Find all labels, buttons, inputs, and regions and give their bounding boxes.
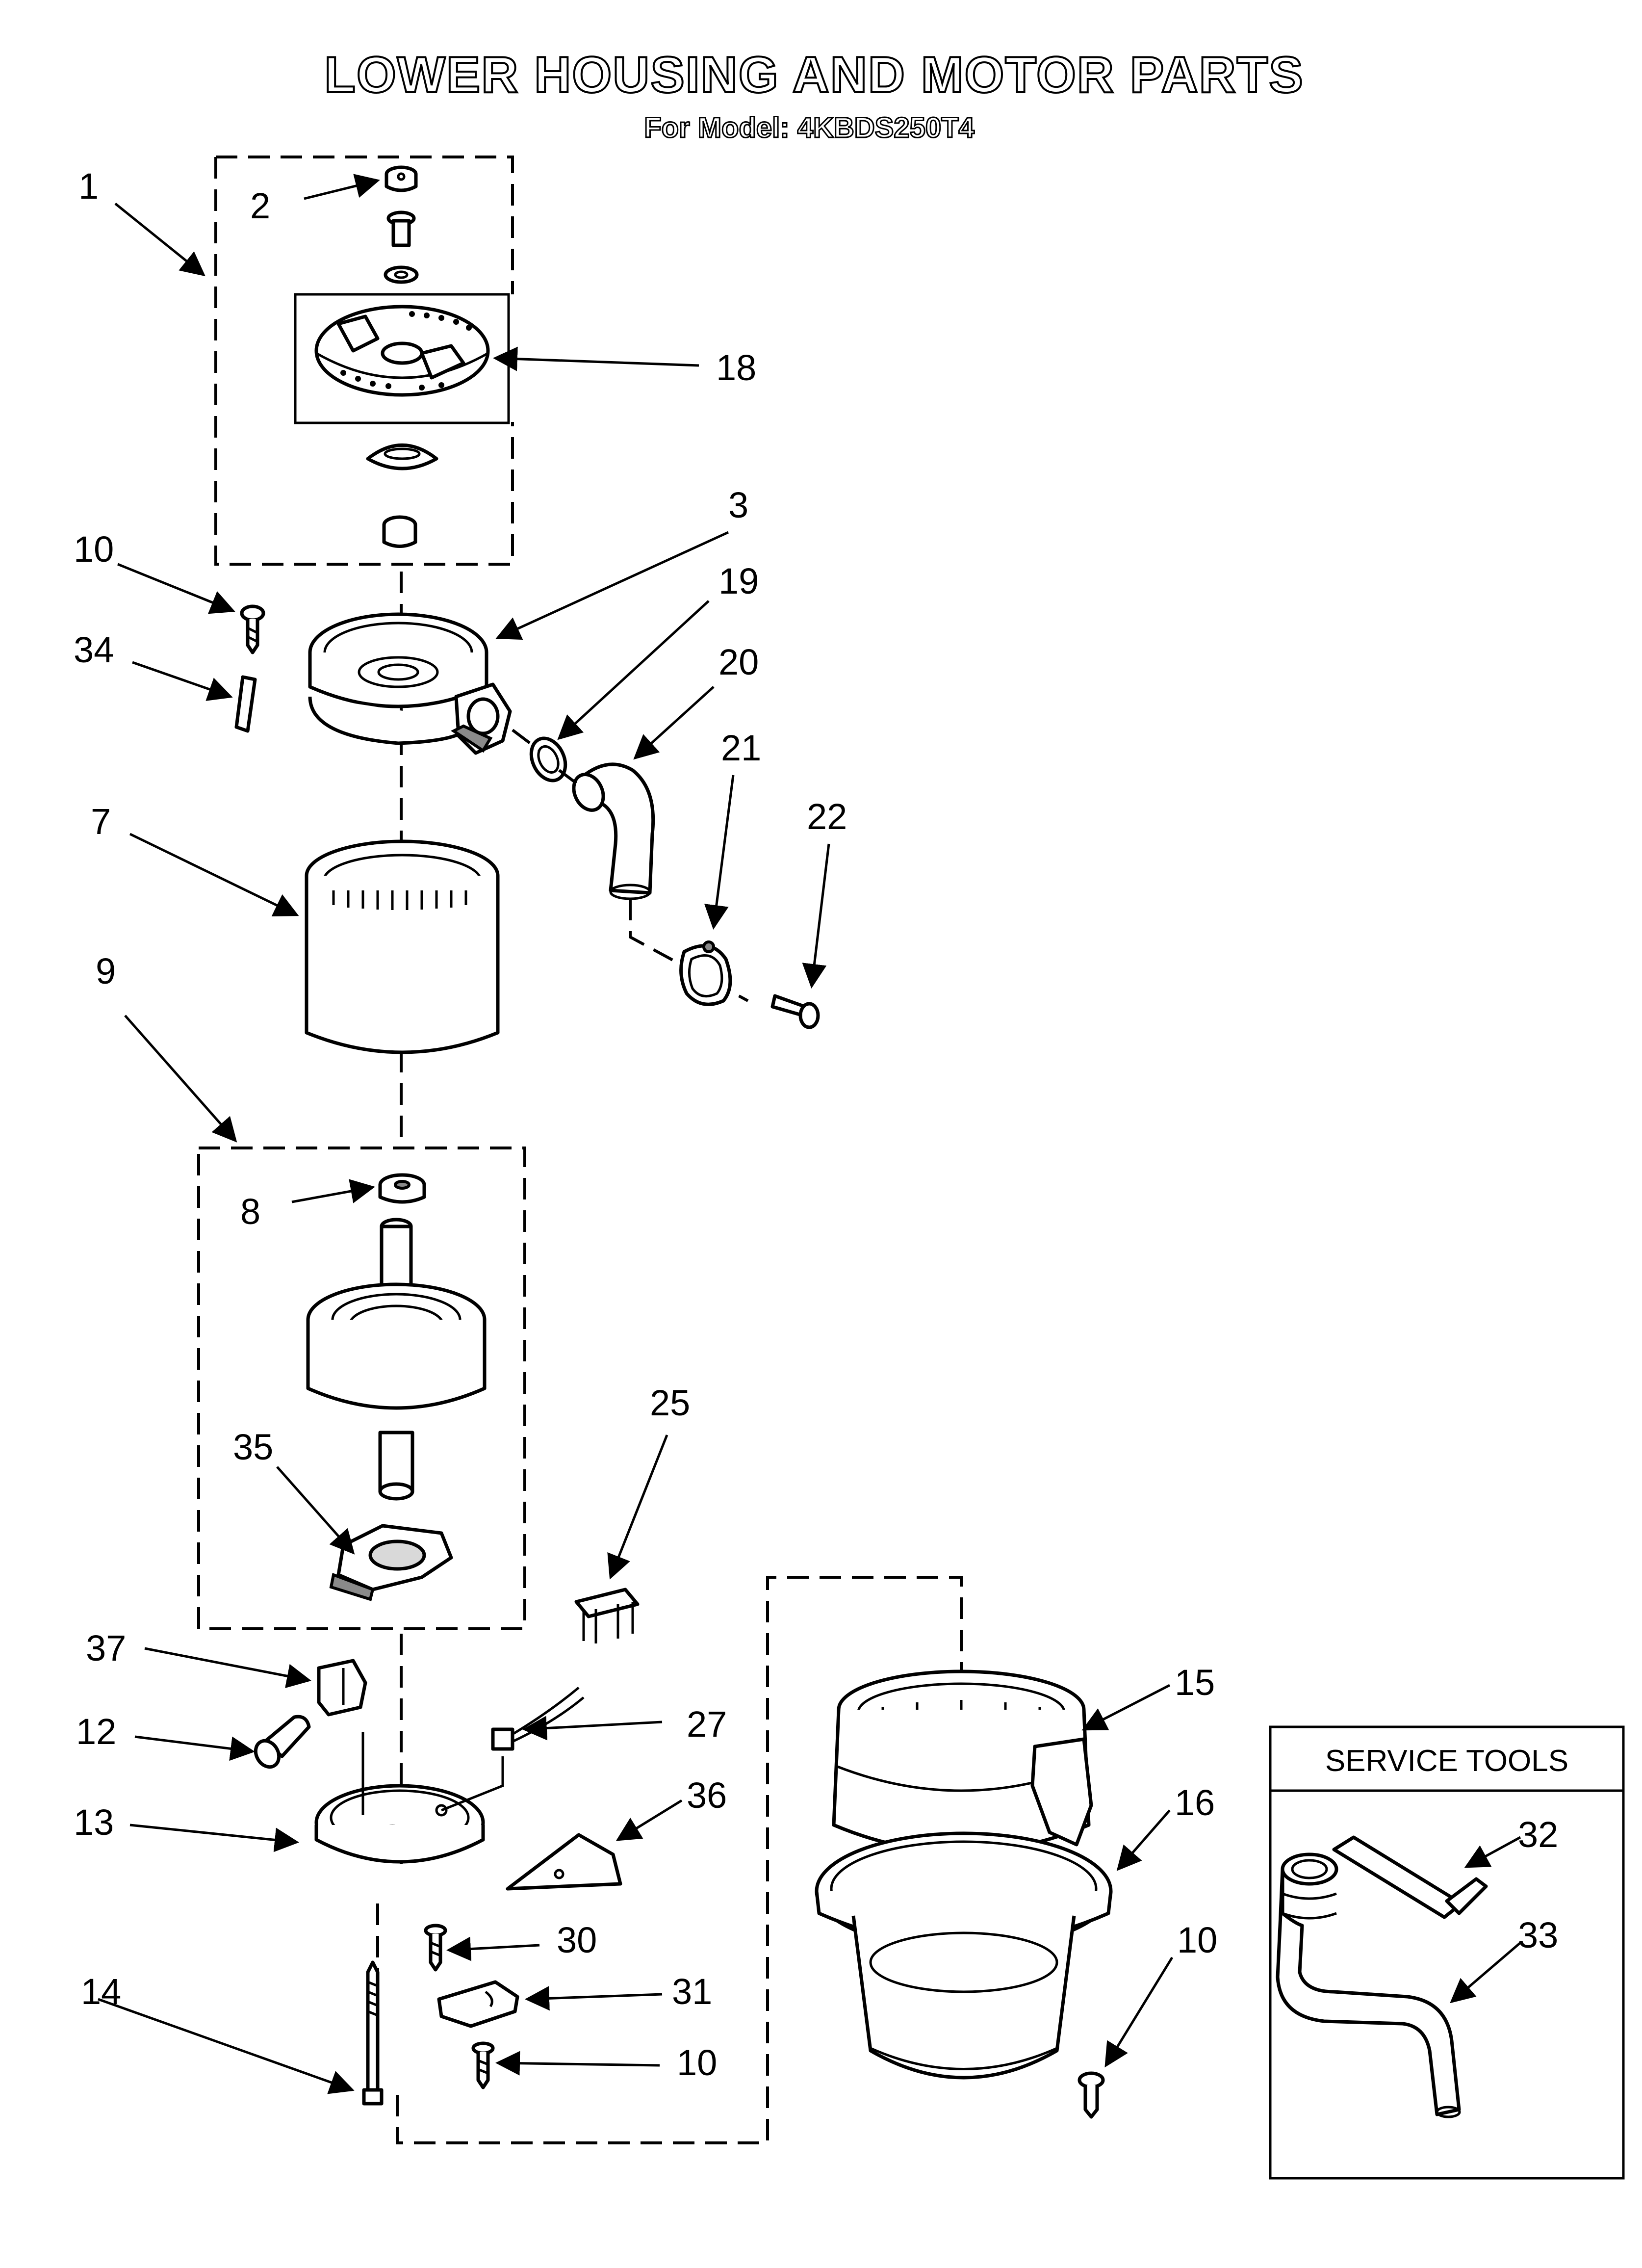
callout-10-top: 10: [74, 529, 114, 570]
part-36-shield: [506, 1833, 622, 1891]
callout-37: 37: [86, 1628, 126, 1668]
callout-31: 31: [672, 1971, 712, 2012]
callout-16: 16: [1175, 1782, 1215, 1823]
part-18-turntable: [314, 305, 490, 397]
callout-12: 12: [76, 1711, 116, 1752]
callout-21: 21: [721, 728, 761, 768]
part-10-screw-top: [240, 604, 265, 654]
part-2-nut: [385, 165, 418, 192]
part-7-hopper: [305, 839, 500, 1054]
part-10-screw-right: [1078, 2071, 1105, 2119]
part-37-bracket: [317, 1659, 367, 1717]
callout-7: 7: [91, 801, 111, 842]
part-35-impeller: [329, 1524, 453, 1601]
part-13-base-plate: [314, 1732, 504, 1864]
part-lower-bowl: [851, 1915, 1076, 2080]
part-22-screw: [770, 994, 820, 1029]
callout-19: 19: [718, 561, 759, 601]
callout-36: 36: [687, 1775, 727, 1816]
callout-35: 35: [233, 1427, 273, 1467]
callout-8: 8: [240, 1191, 260, 1232]
page-title: LOWER HOUSING AND MOTOR PARTS: [324, 47, 1304, 104]
callout-33: 33: [1518, 1915, 1558, 1955]
part-30-screw: [424, 1924, 447, 1972]
callout-1: 1: [78, 166, 99, 207]
callout-10-center: 10: [677, 2042, 717, 2083]
leader-lines: [98, 174, 1521, 2094]
service-tools-title: SERVICE TOOLS: [1325, 1744, 1568, 1778]
part-3-upper-housing: [308, 612, 512, 755]
part-15-lower-housing: [832, 1669, 1093, 1854]
service-tools-box: SERVICE TOOLS: [1269, 1725, 1625, 2180]
part-bolt: [386, 210, 416, 247]
callout-13: 13: [74, 1802, 114, 1843]
callout-22: 22: [807, 796, 847, 837]
callout-3: 3: [728, 485, 748, 525]
part-20-elbow: [572, 762, 655, 900]
part-12-cylinder: [254, 1715, 311, 1769]
part-10-screw-center: [471, 2041, 495, 2089]
part-bushing: [382, 515, 417, 548]
callout-20: 20: [718, 642, 759, 682]
part-19-gasket: [529, 736, 567, 782]
callout-14: 14: [81, 1971, 121, 2012]
part-14-long-bolt: [362, 1960, 384, 2106]
part-31-cover-plate: [437, 1980, 519, 2028]
callout-15: 15: [1175, 1662, 1215, 1703]
callout-9: 9: [96, 951, 116, 991]
model-subtitle: For Model: 4KBDS250T4: [644, 112, 975, 144]
housing-connection-line: [396, 1576, 963, 2144]
callout-10-right: 10: [1177, 1920, 1217, 1960]
part-washer: [384, 265, 419, 284]
callout-27: 27: [687, 1704, 727, 1745]
part-8-bearing: [378, 1173, 426, 1204]
callout-30: 30: [557, 1920, 597, 1960]
part-9-rotor: [306, 1218, 487, 1501]
callout-25: 25: [650, 1382, 690, 1423]
part-34-clip: [234, 675, 257, 733]
callout-2: 2: [250, 185, 270, 226]
part-dome-cap: [366, 443, 438, 470]
assembly-9-outline: [197, 1147, 526, 1630]
part-27-harness: [491, 1687, 585, 1751]
callout-18: 18: [716, 347, 756, 388]
part-21-flange: [679, 940, 732, 1006]
part-33-tool-hose: [1276, 1852, 1461, 2118]
part-32-wrench: [1332, 1835, 1488, 1919]
callout-34: 34: [74, 629, 114, 670]
part-25-connector: [574, 1588, 640, 1643]
callout-32: 32: [1518, 1814, 1558, 1855]
callout-labels: 1 2 18 3 10 34 19 20 21 22 7 9 8 35 25 3…: [74, 166, 1558, 2083]
